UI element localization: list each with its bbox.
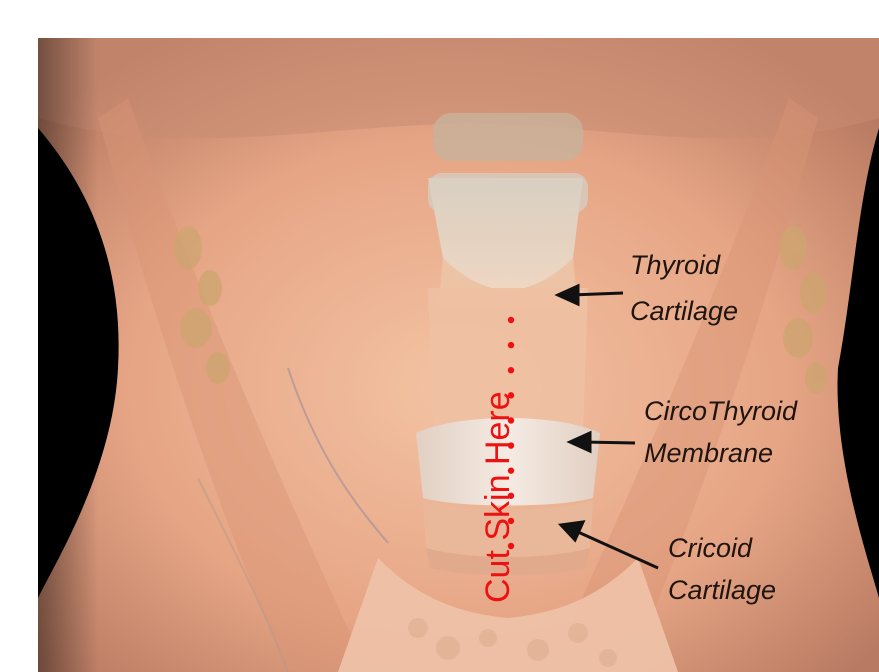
thyroid-cartilage-label-line1: Thyroid [630, 249, 738, 281]
cricothyroid-membrane-label-line2: Membrane [644, 437, 797, 469]
incision-dot [508, 342, 514, 348]
incision-dot [508, 367, 514, 373]
thyroid-cartilage-label: Thyroid Cartilage [630, 249, 738, 327]
thyroid-cartilage-label-line2: Cartilage [630, 295, 738, 327]
cut-skin-here-label: Cut Skin Here [478, 391, 518, 603]
cricoid-cartilage-label-line1: Cricoid [668, 532, 776, 564]
cricothyroid-membrane-label-line1: CircoThyroid [644, 395, 797, 427]
cricothyroid-membrane-label: CircoThyroid Membrane [644, 395, 797, 469]
cricoid-cartilage-label: Cricoid Cartilage [668, 532, 776, 606]
cricoid-cartilage-label-line2: Cartilage [668, 574, 776, 606]
neck-anatomy-illustration: Thyroid Cartilage CircoThyroid Membrane … [38, 38, 879, 672]
incision-dot [508, 317, 514, 323]
